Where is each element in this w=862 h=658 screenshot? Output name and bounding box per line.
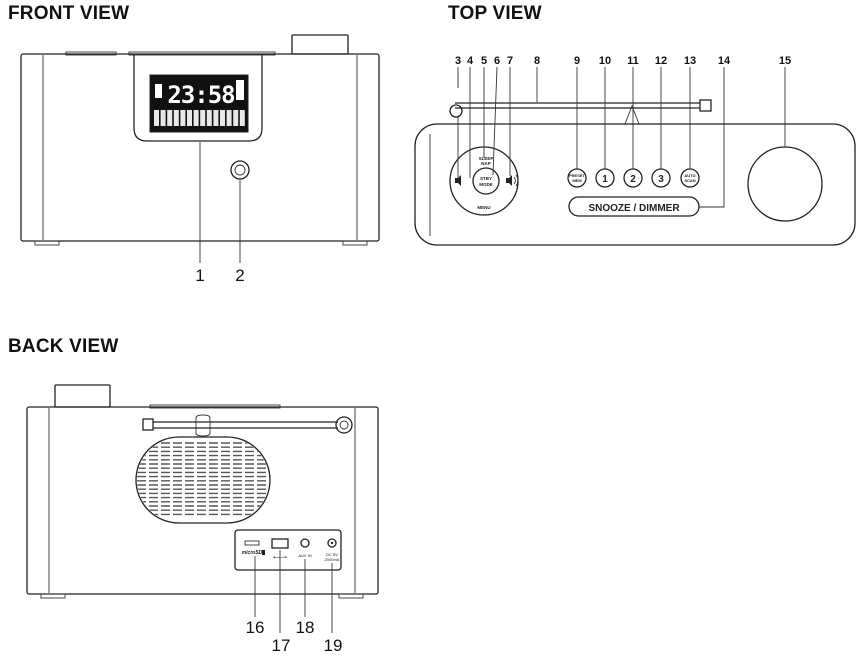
lcd-segment [193,110,199,126]
lcd-segment [200,110,206,126]
lcd-segment [180,110,186,126]
snooze-dimmer-button[interactable] [568,196,700,217]
callout-13: 13 [684,55,696,67]
callout-8: 8 [534,55,540,67]
front-button-inner[interactable] [234,164,246,176]
usb-port[interactable] [271,538,289,549]
lcd-segment [160,110,166,126]
menu-label: MENU [477,205,490,210]
back-top-knob [54,384,111,408]
back-antenna-pivot-inner [339,420,349,430]
port-panel [234,529,342,571]
speaker-grille [135,436,271,524]
volume-up-waves [513,174,519,187]
lcd-indicator [236,80,244,100]
dc-power-jack[interactable] [327,538,337,548]
callout-10: 10 [599,55,611,67]
lcd-segment-row [154,110,245,126]
antenna-tip [699,99,712,112]
callout-16: 16 [246,618,265,637]
preset-1-label: 1 [602,174,608,185]
lcd-segment [187,110,192,126]
callout-19: 19 [324,636,343,655]
back-antenna-tip [142,418,154,431]
callout-18: 18 [296,618,315,637]
lcd-indicator [155,84,162,98]
preset-2-label: 2 [630,174,636,185]
preset-label: PRESET [569,173,586,178]
top-view: STBY MODE SLEEP NAP MENU PRESET MEM 1 2 … [414,55,856,246]
snooze-dimmer-label: SNOOZE / DIMMER [588,203,680,214]
nap-label: NAP [481,161,491,166]
callout-12: 12 [655,55,667,67]
callout-5: 5 [481,55,487,67]
top-view-title: TOP VIEW [448,3,542,24]
lcd-segment [213,110,219,126]
antenna-pivot [449,104,463,118]
display-bezel [133,55,263,142]
back-antenna-clip [195,414,211,437]
back-antenna-pivot [335,416,353,434]
front-foot [34,240,60,246]
antenna-clip [624,104,640,125]
lcd-screen [149,74,249,133]
callout-2: 2 [235,266,244,285]
lcd-segment [173,110,179,126]
lcd-segment [239,110,245,126]
lcd-segment [154,110,159,126]
dc-label: DC 5V [326,552,338,557]
callout-7: 7 [507,55,513,67]
lcd-segment [167,110,173,126]
top-body [414,123,856,246]
aux-in-jack[interactable] [300,538,310,548]
microsd-label: microSD [242,550,263,556]
preset-3-label: 3 [658,174,664,185]
back-view: microSD ⟵⊸ AUX IN DC 5V 2000mA 16 17 18 … [26,384,379,655]
callout-6: 6 [494,55,500,67]
speaker-grille-lines [137,442,269,516]
tuning-knob[interactable] [747,146,823,222]
callout-1: 1 [195,266,204,285]
microsd-slot[interactable] [244,540,260,546]
lcd-segment [233,110,239,126]
microsd-card-icon [262,550,265,555]
callout-4: 4 [467,55,474,67]
callout-14: 14 [718,55,731,67]
callout-3: 3 [455,55,461,67]
leader-line-14 [699,67,725,208]
aux-in-label: AUX IN [298,553,311,558]
back-foot [338,593,364,599]
front-button-outer[interactable] [230,160,250,180]
front-top-knob [291,34,349,55]
sleep-label: SLEEP [479,156,494,161]
auto-sub-label: SCAN [684,178,695,183]
leader-line-6 [492,66,498,176]
callout-9: 9 [574,55,580,67]
dc-sub-label: 2000mA [325,557,340,562]
lcd-time: 23:58 [167,81,234,109]
lcd-segment [206,110,212,126]
mode-label: MODE [479,182,493,187]
front-view-title: FRONT VIEW [8,3,130,24]
front-view: 23:58 1 2 [20,34,380,285]
callout-17: 17 [272,636,291,655]
callout-11: 11 [627,55,639,67]
standby-label: STBY [480,176,492,181]
lcd-segment [226,110,232,126]
back-foot [40,593,66,599]
volume-up-icon[interactable] [506,175,512,186]
back-view-title: BACK VIEW [8,336,119,357]
standby-mode-button[interactable] [472,167,500,195]
auto-label: AUTO [684,173,695,178]
preset-sub-label: MEM [572,178,582,183]
back-body [26,406,379,595]
lcd-segment [220,110,225,126]
front-foot [342,240,368,246]
callout-15: 15 [779,55,791,67]
dc-power-jack-pin [330,541,334,545]
